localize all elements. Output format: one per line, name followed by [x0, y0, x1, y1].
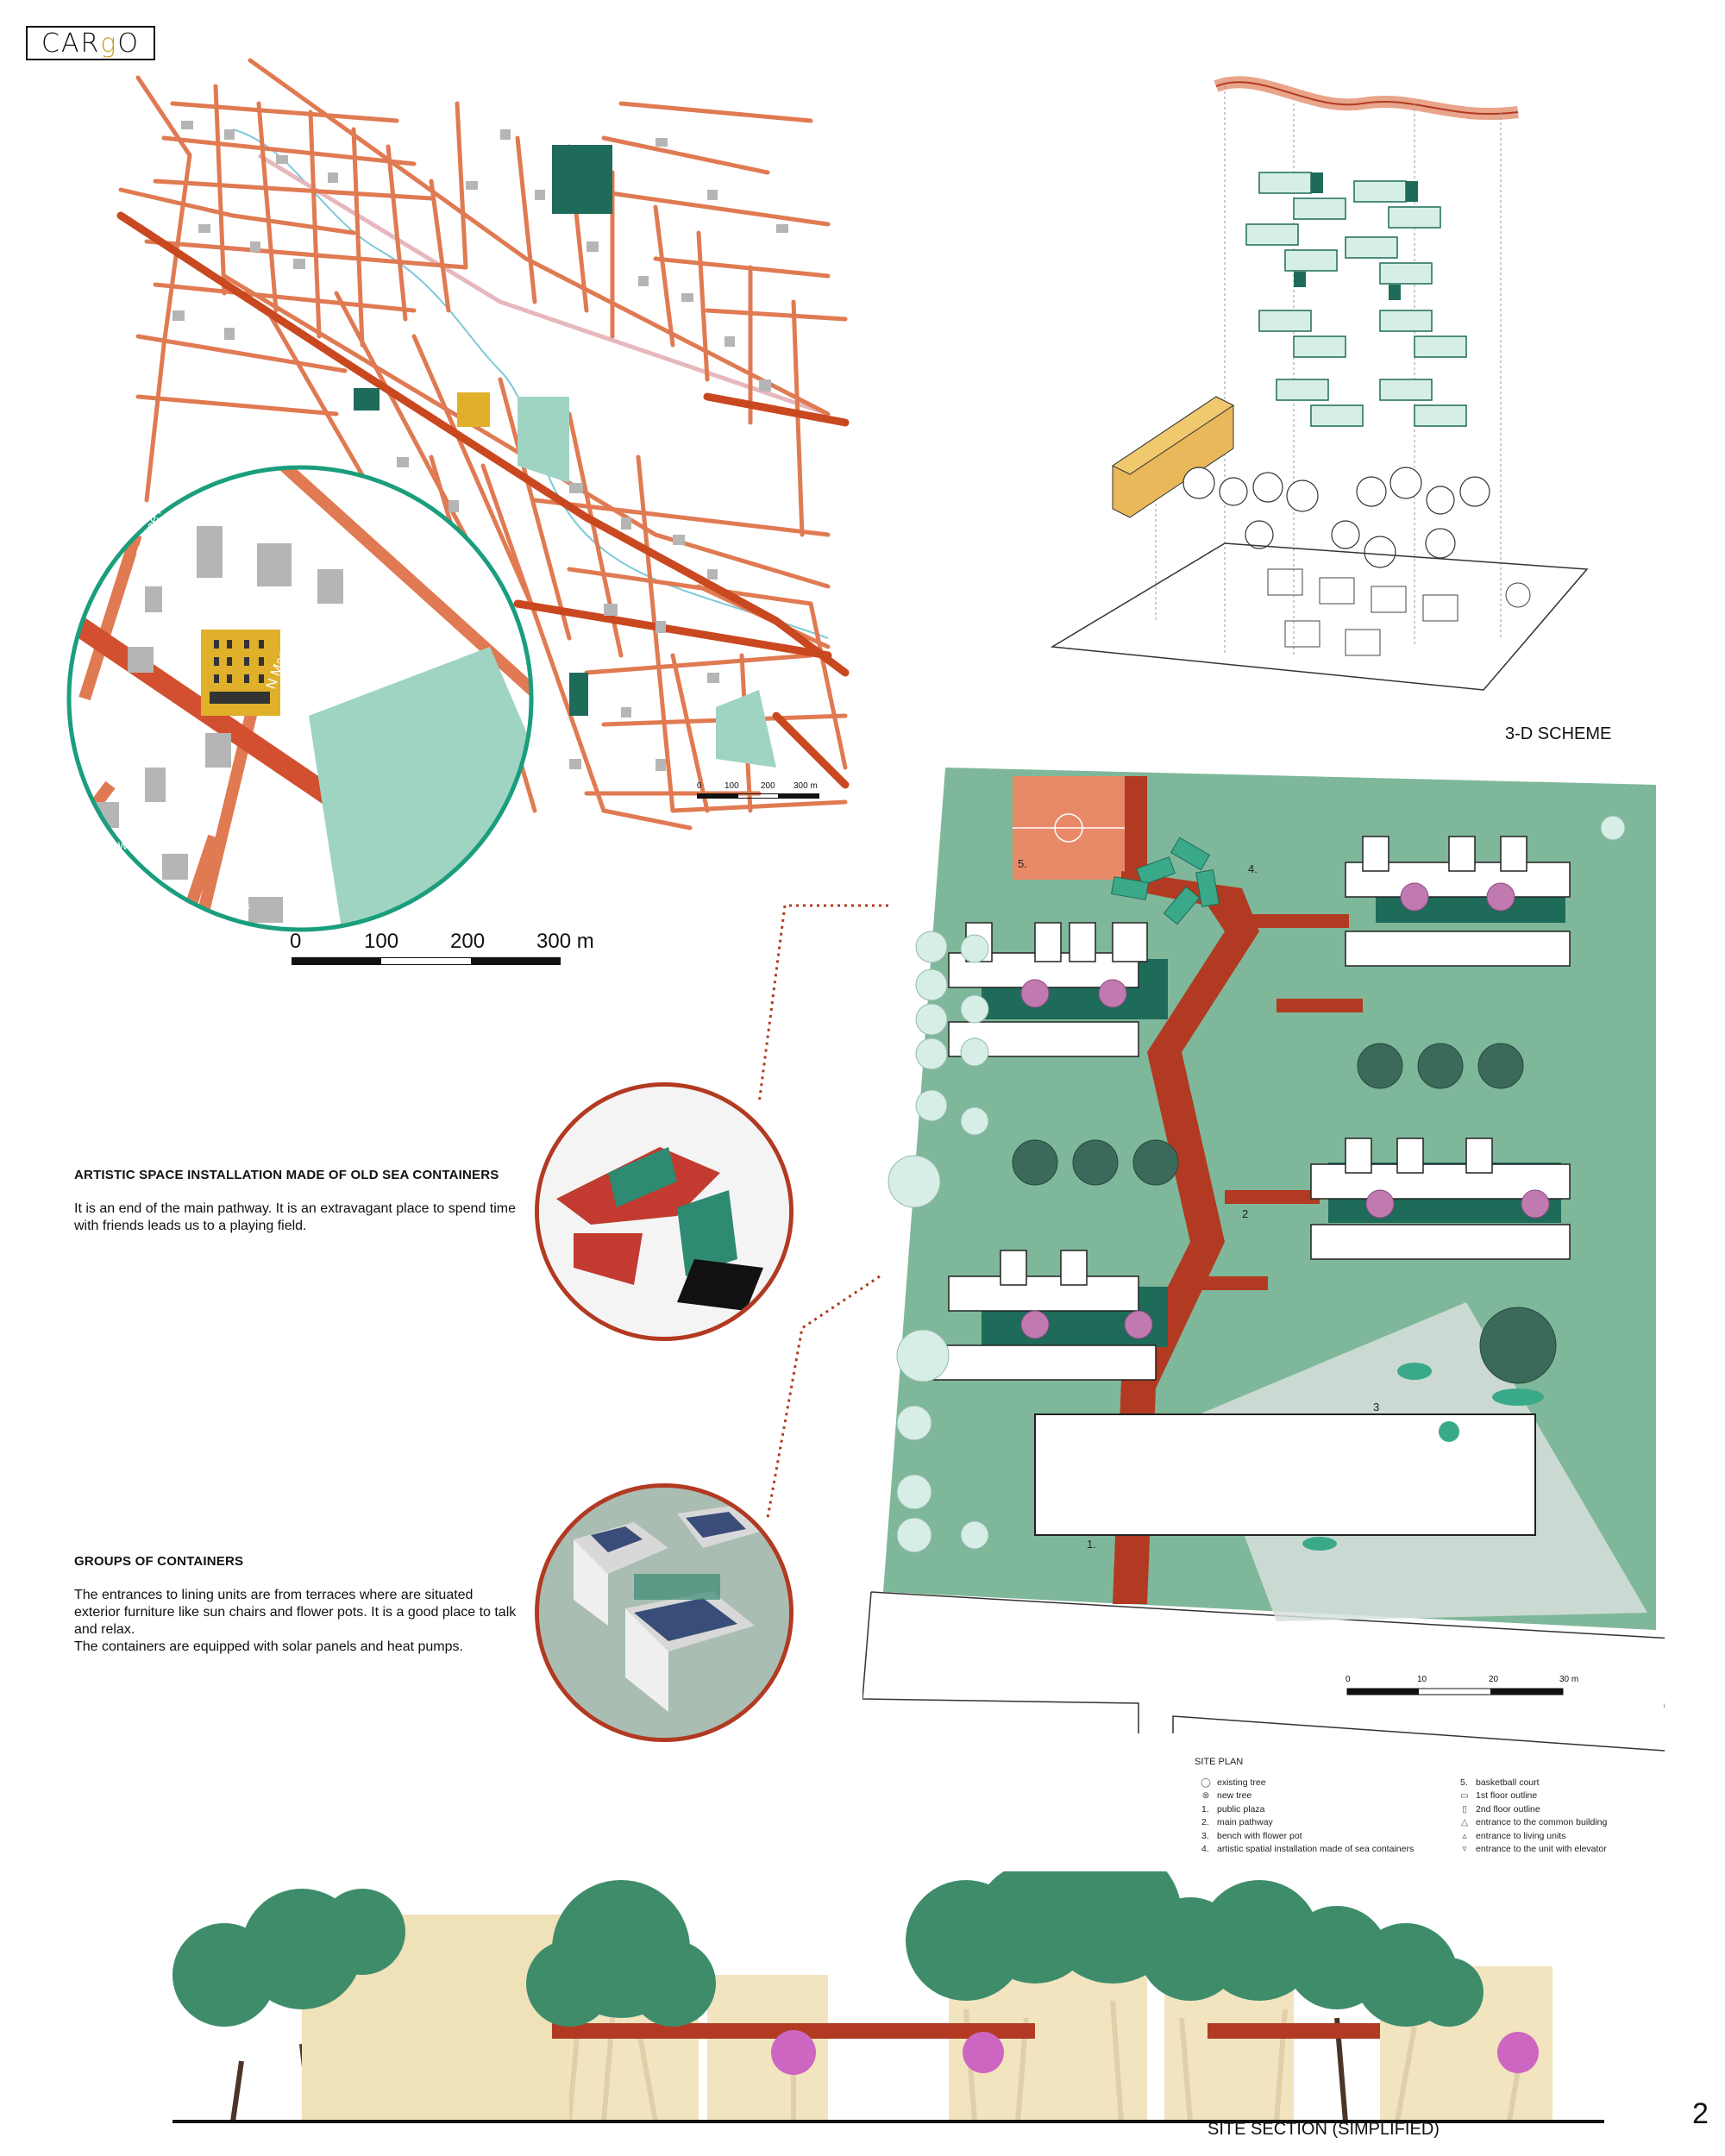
3d-scheme	[1050, 76, 1589, 691]
page-number: 2	[1692, 2097, 1709, 2130]
groups-text-2: The containers are equipped with solar p…	[74, 1639, 463, 1654]
map-scale-bar: 0 100 200 300 m	[285, 930, 604, 981]
groups-text: The entrances to lining units are from t…	[74, 1588, 517, 1637]
site-section	[172, 1871, 1604, 2123]
containers-render	[535, 1483, 794, 1742]
scheme-title: 3-D SCHEME	[1505, 724, 1612, 743]
leader-lines	[757, 904, 888, 1519]
site-plan: 5. 4. 2 3 1. 0 10 20 30 m	[862, 768, 1665, 1752]
street-magnolia-2: Magnolia	[232, 862, 252, 918]
installation-title: ARTISTIC SPACE INSTALLATION MADE OF OLD …	[74, 1168, 499, 1182]
plan-label-4: 4.	[1248, 862, 1258, 875]
installation-render	[535, 1082, 794, 1341]
svg-text:10: 10	[1417, 1675, 1427, 1684]
legend-right: 5.basketball court ▭1st floor outline ▯2…	[1460, 1777, 1608, 1855]
map-small-scale: 0 100 200 300 m	[697, 781, 835, 799]
svg-text:0: 0	[1346, 1675, 1351, 1684]
svg-text:20: 20	[1489, 1675, 1499, 1684]
plan-label-2: 2	[1242, 1207, 1248, 1220]
street-lawnview: Lawnview Pl	[67, 838, 144, 853]
plan-label-1: 1.	[1087, 1538, 1096, 1551]
svg-text:30 m: 30 m	[1559, 1675, 1578, 1684]
zoom-circle: W Capitol St Capers Ave N Magnolia St Tu…	[66, 465, 534, 932]
installation-text: It is an end of the main pathway. It is …	[74, 1201, 516, 1233]
legend-title: SITE PLAN	[1195, 1757, 1244, 1767]
groups-title: GROUPS OF CONTAINERS	[74, 1554, 244, 1569]
site-plan-legend: SITE PLAN ◯existing tree ⊗new tree 1.pub…	[1195, 1756, 1678, 1857]
plan-label-3: 3	[1373, 1401, 1379, 1413]
location-map	[116, 58, 850, 830]
legend-left: ◯existing tree ⊗new tree 1.public plaza …	[1201, 1777, 1414, 1855]
section-title: SITE SECTION (SIMPLIFIED)	[1208, 2120, 1440, 2139]
plan-label-5: 5.	[1018, 857, 1027, 870]
